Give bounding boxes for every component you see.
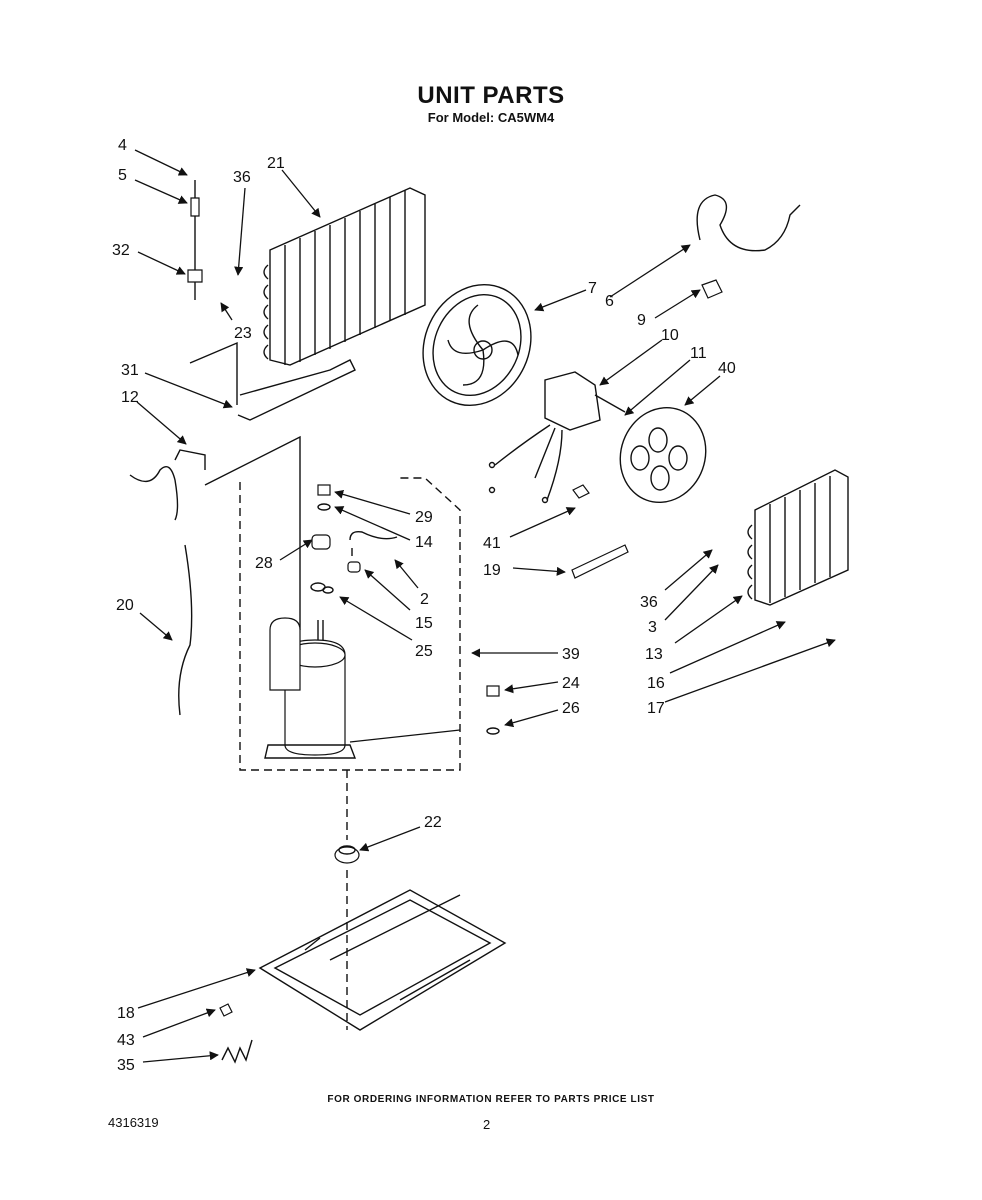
callout-32: 32: [112, 242, 130, 259]
callout-17: 17: [647, 700, 665, 717]
callout-20: 20: [116, 597, 134, 614]
callout-labels: 4 5 36 21 32 23 7 6 9 10 11 40 31 12 29 …: [112, 137, 736, 1074]
callout-10: 10: [661, 327, 679, 344]
callout-23: 23: [234, 325, 252, 342]
callout-29: 29: [415, 509, 433, 526]
callout-36-right: 36: [640, 594, 658, 611]
callout-43: 43: [117, 1032, 135, 1049]
callout-3: 3: [648, 619, 657, 636]
callout-31: 31: [121, 362, 139, 379]
blower-wheel-drawing: [619, 406, 707, 504]
callout-7: 7: [588, 280, 597, 297]
capillary-tube-drawing: [696, 194, 801, 252]
callout-22: 22: [424, 814, 442, 831]
callout-39: 39: [562, 646, 580, 663]
clamp-9-drawing: [701, 279, 723, 299]
callout-26: 26: [562, 700, 580, 717]
leader-lines: [134, 149, 836, 1063]
callout-11: 11: [690, 345, 707, 362]
fan-motor-drawing: [488, 371, 626, 504]
callout-14: 14: [415, 534, 433, 551]
callout-19: 19: [483, 562, 501, 579]
document-number: 4316319: [108, 1115, 159, 1130]
callout-15: 15: [415, 615, 433, 632]
callout-35: 35: [117, 1057, 135, 1074]
callout-24: 24: [562, 675, 580, 692]
tubing-drawing: [129, 180, 356, 716]
grommet-drawing: [334, 845, 360, 864]
compressor-drawing: [264, 617, 357, 759]
callout-40: 40: [718, 360, 736, 377]
base-pan-drawing: [219, 889, 507, 1064]
callout-9: 9: [637, 312, 646, 329]
condenser-coil-drawing: [263, 187, 426, 366]
evaporator-coil-drawing: [747, 469, 849, 606]
callout-13: 13: [645, 646, 663, 663]
callout-21: 21: [267, 155, 285, 172]
model-subtitle: For Model: CA5WM4: [427, 110, 555, 125]
ordering-note: FOR ORDERING INFORMATION REFER TO PARTS …: [327, 1094, 655, 1105]
page-number: 2: [483, 1117, 491, 1132]
callout-5: 5: [118, 167, 127, 184]
callout-2: 2: [420, 591, 429, 608]
page-title: UNIT PARTS: [417, 82, 565, 109]
callout-18: 18: [117, 1005, 135, 1022]
callout-4: 4: [118, 137, 127, 154]
compressor-assembly-outline: [239, 477, 461, 771]
callout-41: 41: [483, 535, 501, 552]
callout-12: 12: [121, 389, 139, 406]
callout-6: 6: [605, 293, 614, 310]
fan-shroud-drawing: [422, 283, 532, 407]
callout-28: 28: [255, 555, 273, 572]
callout-25: 25: [415, 643, 433, 660]
callout-16: 16: [647, 675, 665, 692]
callout-36-top: 36: [233, 169, 251, 186]
small-parts-drawing: [310, 484, 629, 735]
